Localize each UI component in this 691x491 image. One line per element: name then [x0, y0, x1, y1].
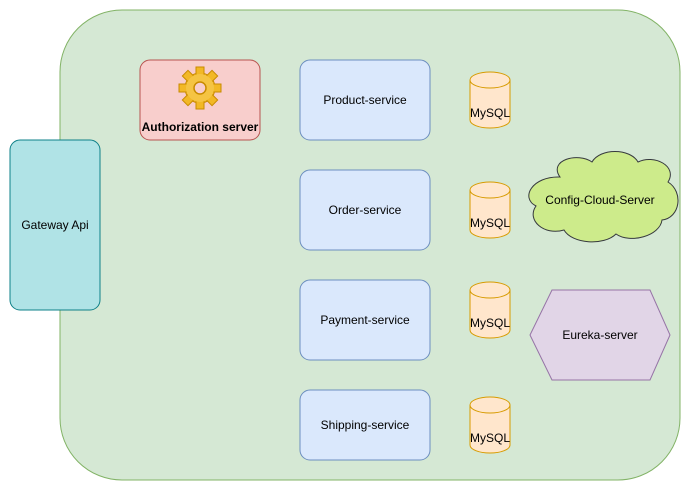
authorization-server-label: Authorization server	[142, 120, 259, 134]
product-service-node: Product-service	[299, 59, 431, 141]
eureka-server-node: Eureka-server	[529, 289, 671, 381]
payment-db-cylinder: MySQL	[469, 281, 511, 339]
gateway-api-label: Gateway Api	[21, 218, 88, 232]
shipping-db-cylinder: MySQL	[469, 396, 511, 454]
product-db-label: MySQL	[470, 106, 510, 120]
eureka-server-label: Eureka-server	[562, 328, 637, 342]
config-cloud-server-label: Config-Cloud-Server	[545, 193, 654, 207]
order-service-node: Order-service	[299, 169, 431, 251]
product-db-cylinder: MySQL	[469, 71, 511, 129]
payment-db-label: MySQL	[470, 316, 510, 330]
gateway-api-node: Gateway Api	[9, 139, 101, 311]
order-db-cylinder: MySQL	[469, 181, 511, 239]
config-cloud-server-node: Config-Cloud-Server	[528, 151, 679, 243]
payment-service-node: Payment-service	[299, 279, 431, 361]
payment-service-label: Payment-service	[320, 313, 410, 327]
product-service-label: Product-service	[323, 93, 407, 107]
shipping-db-label: MySQL	[470, 431, 510, 445]
order-service-label: Order-service	[329, 203, 402, 217]
shipping-service-node: Shipping-service	[299, 389, 431, 461]
order-db-label: MySQL	[470, 216, 510, 230]
gear-icon	[178, 66, 222, 110]
authorization-server-node: Authorization server	[139, 59, 261, 141]
shipping-service-label: Shipping-service	[321, 418, 410, 432]
